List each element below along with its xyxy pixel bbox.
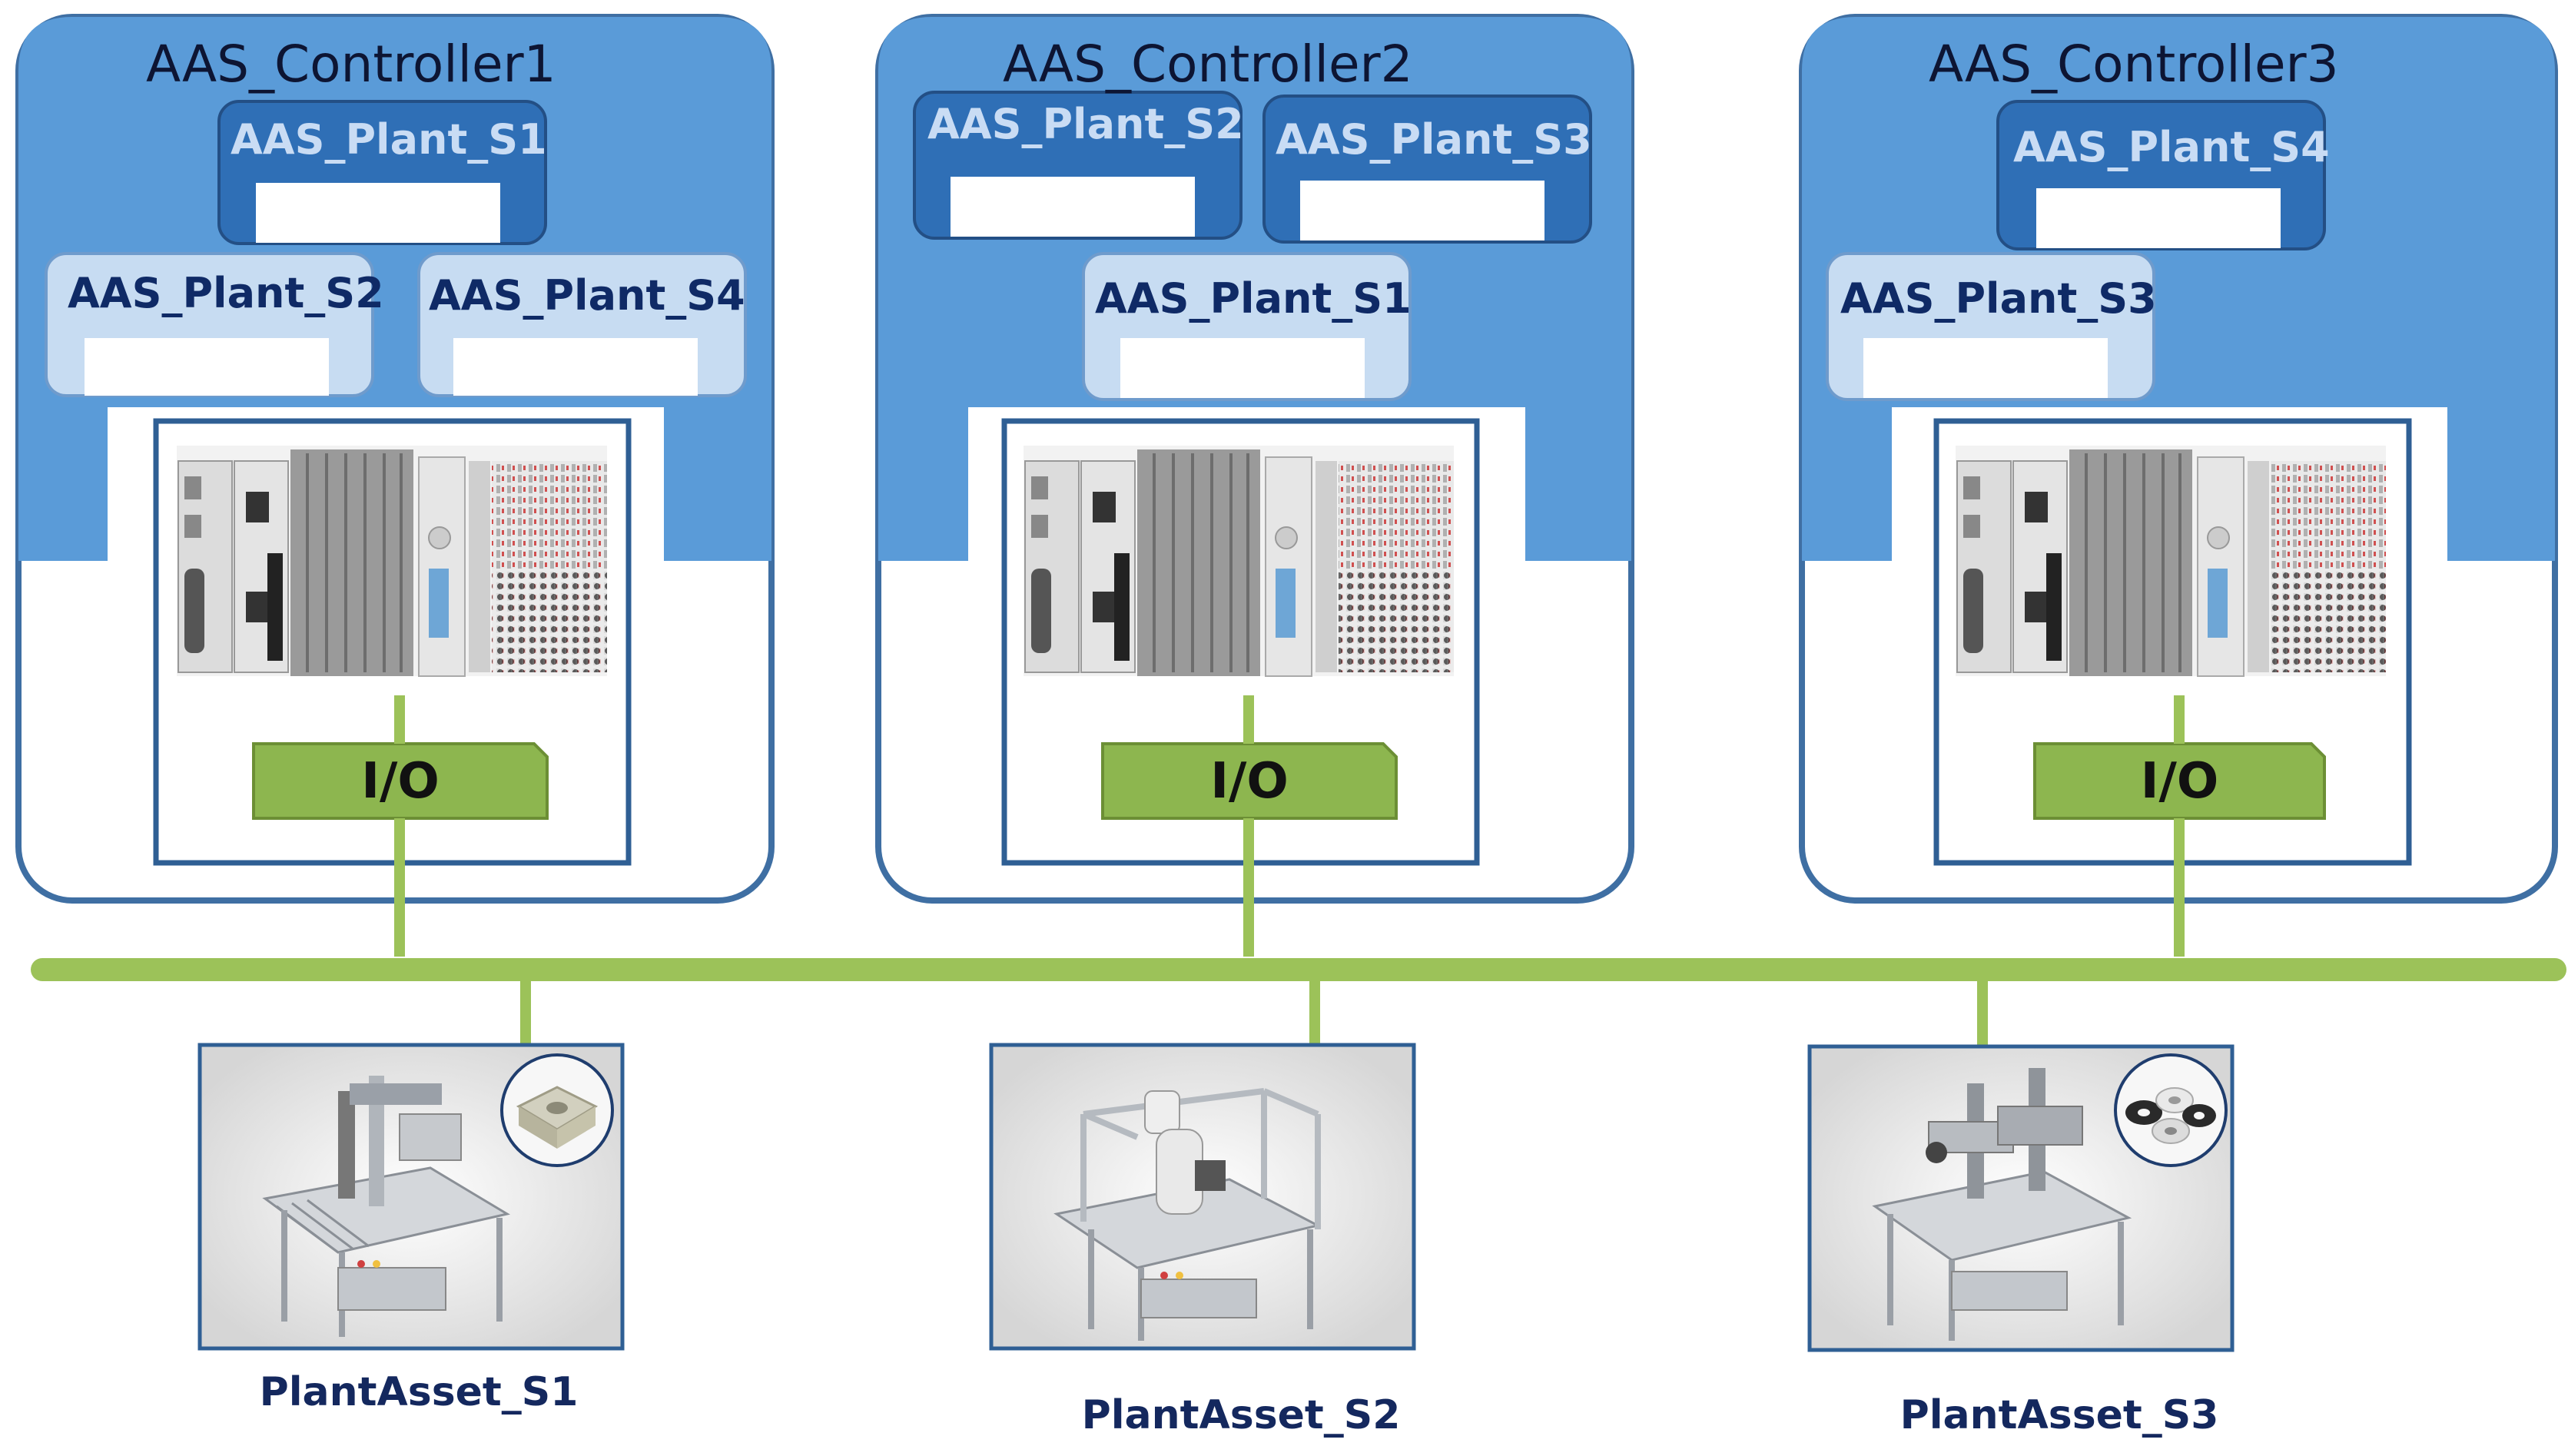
io-label: I/O xyxy=(2140,753,2219,810)
controller-title: AAS_Controller1 xyxy=(146,35,556,94)
plc-device-image xyxy=(177,446,607,677)
plc-device-image xyxy=(1956,446,2386,677)
controller-hardware-frame xyxy=(1933,418,2412,866)
plant-asset-2[interactable] xyxy=(989,1043,1416,1351)
submodel-content-slot xyxy=(1120,338,1365,398)
io-module[interactable] xyxy=(1101,742,1398,820)
submodel-content-slot xyxy=(453,338,698,396)
io-label: I/O xyxy=(1210,753,1289,810)
plant-asset-label: PlantAsset_S2 xyxy=(1081,1392,1401,1438)
plant-asset-label: PlantAsset_S1 xyxy=(259,1369,579,1415)
submodel-content-slot xyxy=(1863,338,2108,398)
plc-device-image xyxy=(1024,446,1454,677)
controller-1 xyxy=(15,14,775,957)
submodel-content-slot xyxy=(1300,181,1544,240)
submodel-label: AAS_Plant_S4 xyxy=(429,271,745,320)
submodel-content-slot xyxy=(951,177,1195,237)
assembly-station-image xyxy=(1872,1068,2132,1341)
submodel-content-slot xyxy=(2036,188,2281,248)
submodel-label: AAS_Plant_S2 xyxy=(927,100,1244,148)
submodel-label: AAS_Plant_S3 xyxy=(1840,274,2157,323)
controller-hardware-frame xyxy=(1001,418,1480,866)
controller-2 xyxy=(875,14,1634,957)
robot-station-image xyxy=(1053,1088,1322,1341)
submodel-content-slot xyxy=(85,338,329,396)
controller-3 xyxy=(1799,14,2558,957)
submodel-label: AAS_Plant_S1 xyxy=(231,115,547,164)
controller-1-shell xyxy=(18,17,771,561)
controller-3-shell xyxy=(1802,17,2555,561)
controller-hardware-frame xyxy=(153,418,632,866)
submodel-label: AAS_Plant_S4 xyxy=(2013,123,2330,171)
submodel-content-slot xyxy=(256,183,500,243)
plant-asset-1[interactable] xyxy=(197,1043,625,1351)
io-label: I/O xyxy=(361,753,440,810)
io-module[interactable] xyxy=(252,742,549,820)
controller-title: AAS_Controller2 xyxy=(1003,35,1413,94)
production-station-image xyxy=(262,1076,510,1337)
submodel-label: AAS_Plant_S1 xyxy=(1095,274,1412,323)
io-module[interactable] xyxy=(2033,742,2326,820)
plant-asset-3[interactable] xyxy=(1807,1044,2235,1352)
plant-asset-label: PlantAsset_S3 xyxy=(1899,1392,2219,1438)
controller-title: AAS_Controller3 xyxy=(1929,35,2339,94)
submodel-label: AAS_Plant_S3 xyxy=(1276,115,1592,164)
submodel-label: AAS_Plant_S2 xyxy=(68,269,384,317)
